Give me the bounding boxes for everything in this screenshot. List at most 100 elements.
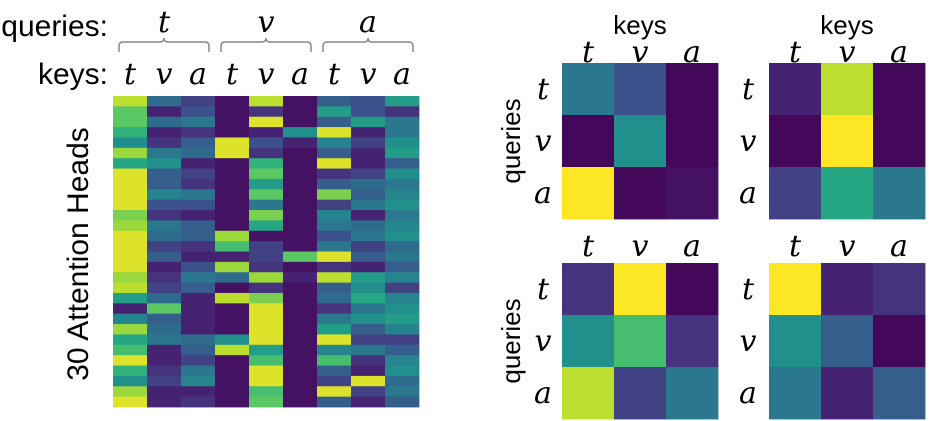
heatmap-cell [283, 396, 318, 408]
heatmap-cell [147, 168, 182, 180]
heatmap-cell [351, 230, 386, 242]
heatmap-cell [317, 396, 352, 408]
heatmap-cell [385, 178, 420, 190]
key-column-label: t [124, 57, 137, 92]
heatmap-cell [283, 147, 318, 159]
heatmap-cell [181, 106, 216, 118]
heatmap-cell [317, 334, 352, 346]
heatmap-cell [666, 167, 719, 220]
query-label: a [534, 376, 552, 411]
heatmap-cell [249, 210, 284, 221]
heatmap-cell [317, 365, 352, 377]
query-label: t [742, 272, 755, 307]
key-column-label: v [258, 57, 275, 92]
heatmap-cell [249, 334, 284, 346]
heatmap-cell [614, 263, 667, 316]
query-group-label: v [258, 5, 275, 40]
heatmap-cell [215, 282, 250, 294]
heatmap-cell [147, 210, 182, 221]
heatmap-cell [113, 147, 148, 159]
query-label: v [535, 324, 552, 359]
query-group-braces [118, 37, 414, 52]
heatmap-cell [317, 292, 352, 304]
heatmap-cell [385, 106, 420, 118]
heatmap-cell [283, 241, 318, 252]
heatmap-cell [317, 272, 352, 283]
heatmap-cell [113, 189, 148, 201]
heatmap-cell [249, 261, 284, 273]
heatmap-cell [215, 386, 250, 398]
heatmap-cell [317, 313, 352, 325]
heatmap-cell [147, 178, 182, 190]
key-column-label: t [226, 57, 239, 92]
heatmap-cell [317, 137, 352, 149]
heatmap-cell [249, 137, 284, 149]
heatmap-cell [113, 116, 148, 128]
heatmap-cell [317, 210, 352, 221]
heatmap-cell [181, 147, 216, 159]
query-label: v [535, 124, 552, 159]
heatmap-cell [283, 199, 318, 211]
heatmap-cell [181, 261, 216, 273]
heatmap-cell [562, 367, 615, 420]
heatmap-cell [351, 261, 386, 273]
heatmap-cell [249, 251, 284, 263]
heatmap-cell [283, 282, 318, 294]
heatmap-cell [769, 315, 822, 368]
heatmap-cell [249, 344, 284, 356]
heatmap-cell [317, 251, 352, 263]
key-label: a [683, 35, 701, 70]
heatmap-cell [351, 96, 386, 107]
heatmap-cell [147, 220, 182, 232]
heatmap-cell [317, 178, 352, 190]
heatmap-cell [283, 168, 318, 180]
heatmap-cell [113, 241, 148, 252]
heatmap-cell [351, 137, 386, 149]
queries-axis-label: queries [496, 298, 526, 383]
heatmap-cell [351, 334, 386, 346]
query-label: v [740, 124, 757, 159]
heatmap-cell [215, 303, 250, 315]
heatmap-cell [562, 263, 615, 316]
heatmap-cell [113, 375, 148, 387]
heatmap-cell [181, 96, 216, 107]
heatmap-cell [147, 189, 182, 201]
heatmap-cell [181, 375, 216, 387]
heatmap-cell [769, 115, 822, 168]
keys-axis-label: keys [820, 10, 873, 40]
key-label: t [582, 35, 595, 70]
heatmap-cell [385, 251, 420, 263]
heatmap-cell [181, 116, 216, 128]
heatmap-cell [113, 386, 148, 398]
query-label: t [742, 72, 755, 107]
heatmap-cell [351, 303, 386, 315]
heatmap-cell [181, 178, 216, 190]
heatmap-cell [215, 272, 250, 283]
heatmap-cell [385, 313, 420, 325]
heatmap-cell [385, 396, 420, 408]
heatmap-cell [249, 230, 284, 242]
heatmap-cell [249, 324, 284, 335]
heatmap-cell [113, 355, 148, 366]
heatmap-cell [385, 344, 420, 356]
heatmap-cell [821, 63, 874, 116]
heatmap-cell [215, 220, 250, 232]
heatmap-cell [385, 386, 420, 398]
heatmap-cell [283, 189, 318, 201]
heatmap-cell [181, 210, 216, 221]
heatmap-cell [666, 115, 719, 168]
heatmap-cell [249, 282, 284, 294]
heatmap-cell [249, 365, 284, 377]
heatmap-cell [181, 303, 216, 315]
query-label: t [537, 72, 550, 107]
heatmap-cell [181, 396, 216, 408]
heatmap-cell [249, 396, 284, 408]
heatmap-cell [147, 292, 182, 304]
heatmap-cell [873, 263, 926, 316]
heatmap-cell [147, 158, 182, 169]
heatmap-cell [147, 106, 182, 118]
heatmap-cell [181, 137, 216, 149]
